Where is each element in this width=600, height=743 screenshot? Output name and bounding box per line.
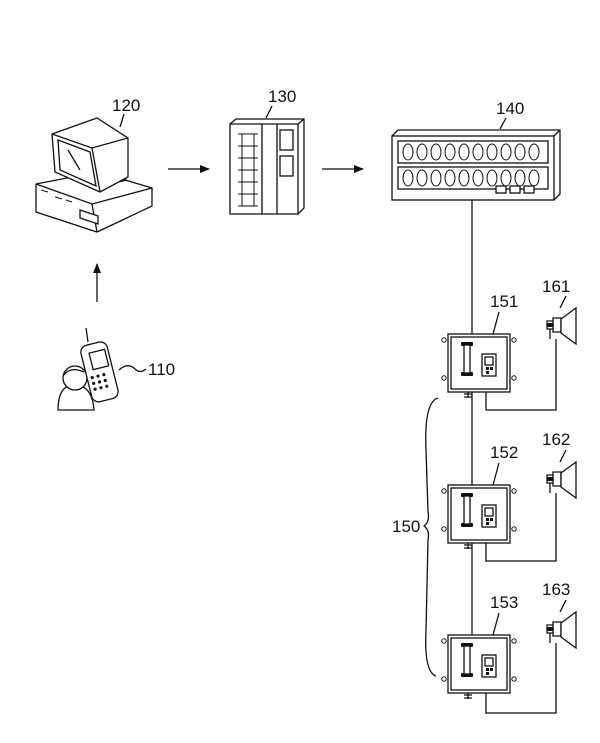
label-leader-153 [493,613,499,635]
label-152: 152 [490,443,518,462]
label-120: 120 [112,96,140,115]
label-leader-162 [560,450,566,462]
label-140: 140 [496,99,524,118]
label-leader-140 [500,118,506,129]
speaker-162-icon [547,462,576,498]
label-leader-151 [493,312,499,334]
label-130: 130 [268,87,296,106]
terminal-151-icon [442,334,516,398]
label-163: 163 [542,580,570,599]
group-brace-150 [424,398,438,676]
label-leader-163 [560,600,566,612]
label-161: 161 [542,277,570,296]
label-150: 150 [392,517,420,536]
label-leader-110 [119,366,146,372]
controller-icon [230,119,304,214]
label-leader-161 [560,296,566,308]
label-151: 151 [490,292,518,311]
speaker-161-icon [547,308,576,344]
terminal-153-icon [442,635,516,699]
speaker-163-icon [547,612,576,648]
computer-icon [36,118,152,232]
terminal-152-icon [442,485,516,549]
label-162: 162 [542,430,570,449]
broadcast-panel-icon [392,130,560,200]
label-leader-152 [493,463,499,485]
label-110: 110 [148,360,175,379]
label-153: 153 [490,593,518,612]
label-leader-120 [120,114,124,127]
label-leader-130 [266,106,272,118]
phone-user-icon [58,328,120,410]
